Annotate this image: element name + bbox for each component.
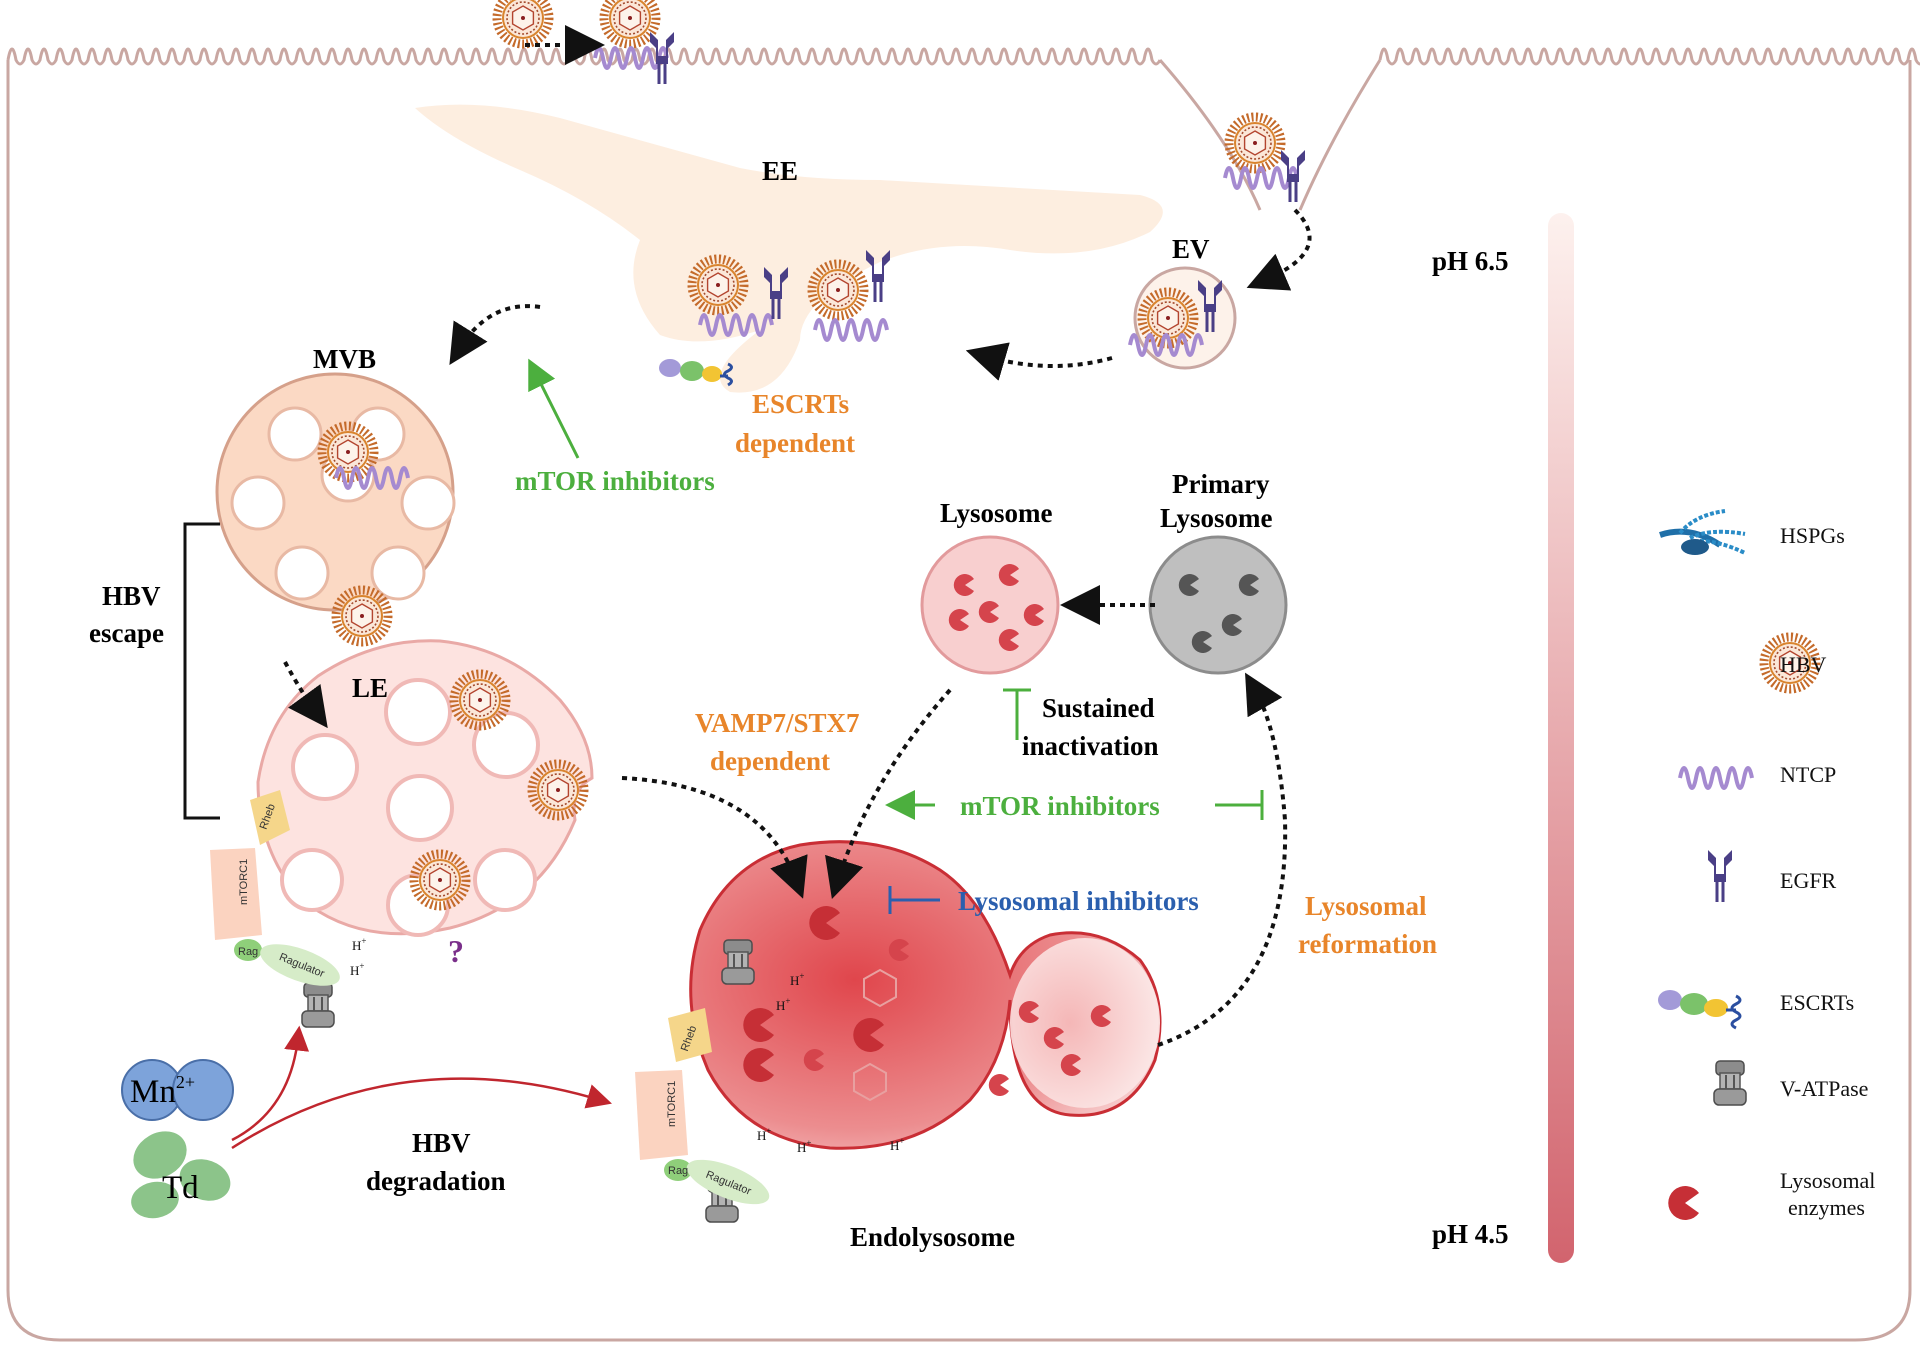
hplus-6: H+	[797, 1138, 811, 1155]
label-primary-2: Lysosome	[1160, 503, 1273, 533]
hplus-1: H+	[352, 936, 366, 953]
late-endosome	[256, 639, 594, 937]
legend-item-hbv: HBV	[1780, 652, 1827, 677]
label-ee: EE	[762, 156, 798, 186]
legend-item-v-atpase: V-ATPase	[1780, 1076, 1868, 1101]
label-hbv-escape-2: escape	[89, 618, 164, 648]
hspg-icon	[1659, 509, 1746, 555]
anno-reformation-1: Lysosomal	[1305, 891, 1427, 921]
sustained-inhibition-mark	[1003, 688, 1031, 740]
label-question: ?	[448, 933, 464, 969]
mvb	[215, 372, 456, 612]
mtor-middle-arrows	[885, 790, 1264, 820]
flow-arrows	[283, 25, 1312, 1047]
rag-label-le: Rag	[238, 946, 258, 958]
label-primary-1: Primary	[1172, 469, 1270, 499]
hplus-4: H+	[790, 971, 804, 988]
anno-reformation-2: reformation	[1298, 929, 1437, 959]
anno-mtor-middle: mTOR inhibitors	[960, 791, 1160, 821]
label-hbv-escape-1: HBV	[102, 581, 161, 611]
anno-sustained-1: Sustained	[1042, 693, 1155, 723]
structure-labels: EE EV MVB LE Lysosome Primary Lysosome E…	[89, 156, 1509, 1252]
hplus-5: H+	[757, 1126, 771, 1143]
mn-ion-icon	[121, 1059, 234, 1121]
label-mvb: MVB	[313, 344, 376, 374]
label-endolysosome: Endolysosome	[850, 1222, 1015, 1252]
label-ph-top: pH 6.5	[1432, 246, 1509, 276]
label-le: LE	[352, 673, 388, 703]
mtor-upper-arrow	[528, 358, 580, 459]
legend-item-ntcp: NTCP	[1780, 762, 1836, 787]
mtorc1-label-le: mTORC1	[238, 859, 250, 905]
anno-mtor-upper: mTOR inhibitors	[515, 466, 715, 496]
lysosome	[920, 535, 1060, 675]
hplus-7: H+	[890, 1136, 904, 1153]
label-hbv-deg-1: HBV	[412, 1128, 471, 1158]
label-ph-bottom: pH 4.5	[1432, 1219, 1509, 1249]
escrt-complex	[659, 359, 733, 387]
proton-labels: H+ H+ H+ H+ H+ H+ H+	[350, 936, 904, 1155]
legend-item-enzymes-1: Lysosomal	[1780, 1168, 1875, 1193]
mtorc1-label-endo: mTORC1	[666, 1081, 678, 1127]
label-lysosome: Lysosome	[940, 498, 1053, 528]
mtorc1-complex-endo	[635, 1008, 770, 1205]
primary-lysosome	[1148, 535, 1288, 675]
label-td: Td	[162, 1170, 199, 1206]
legend-item-enzymes-2: enzymes	[1788, 1195, 1865, 1220]
legend-item-hspgs: HSPGs	[1780, 523, 1845, 548]
early-endosome	[415, 104, 1163, 393]
annotation-labels: ESCRTs dependent mTOR inhibitors VAMP7/S…	[515, 389, 1437, 959]
hplus-3: H+	[776, 996, 790, 1013]
lysosomal-inhibitor-mark	[888, 886, 940, 914]
anno-escrts-2: dependent	[735, 428, 855, 458]
rag-label-endo: Rag	[668, 1165, 688, 1177]
hplus-2: H+	[350, 961, 364, 978]
endolysosome	[689, 840, 1162, 1150]
label-mn: Mn2+	[130, 1072, 195, 1110]
td-leaf-icon	[131, 1131, 231, 1219]
label-ev: EV	[1172, 234, 1210, 264]
anno-vamp-1: VAMP7/STX7	[695, 708, 860, 738]
mtorc1-complex-le	[210, 790, 340, 986]
anno-escrts-1: ESCRTs	[752, 389, 849, 419]
label-hbv-deg-2: degradation	[366, 1166, 506, 1196]
hbv-escape-bracket	[183, 522, 220, 820]
red-activation-arrows	[231, 1025, 612, 1150]
anno-lysosomal-inhibitors: Lysosomal inhibitors	[958, 886, 1199, 916]
anno-sustained-2: inactivation	[1022, 731, 1159, 761]
legend-item-escrts: ESCRTs	[1780, 990, 1854, 1015]
lysosomal-enzyme-icon	[1668, 1186, 1699, 1220]
legend: HSPGs HBV NTCP EGFR ESCRTs V-ATPase Lyso…	[1780, 523, 1875, 1220]
legend-item-egfr: EGFR	[1780, 868, 1837, 893]
anno-vamp-2: dependent	[710, 746, 830, 776]
escrt-icon	[1658, 990, 1742, 1030]
ph-gradient-bar	[1548, 213, 1574, 1263]
